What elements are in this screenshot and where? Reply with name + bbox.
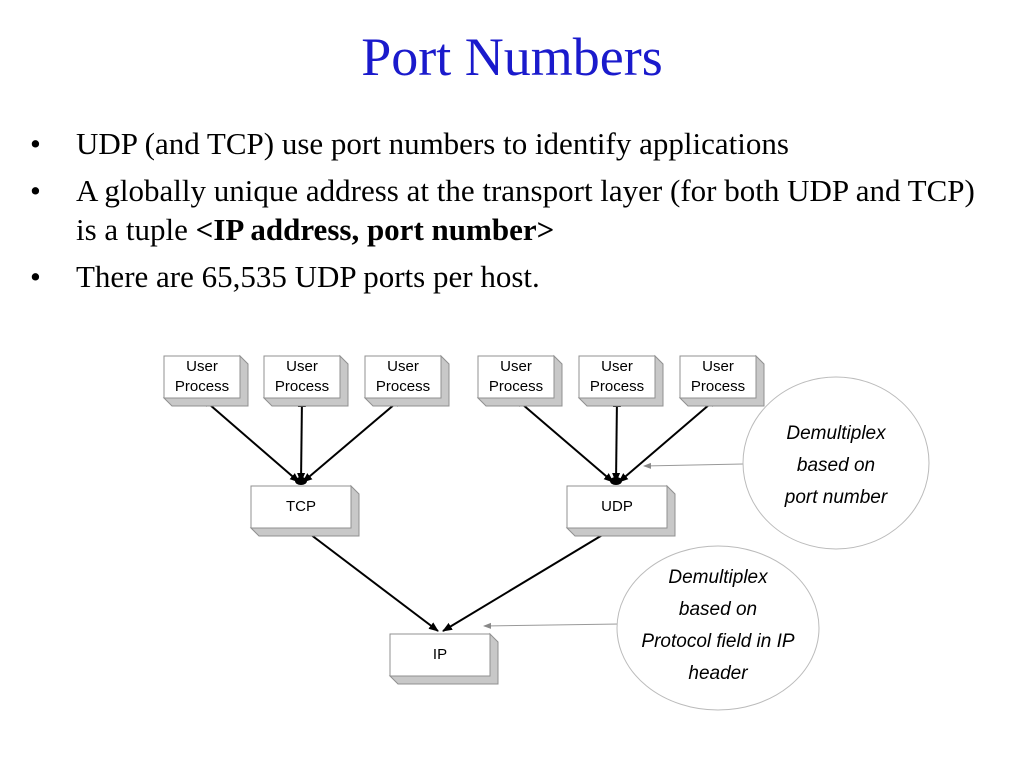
arrow-up6-udp [618,397,718,483]
user-process-box-5: User Process [577,354,664,407]
user-process-box-3: User Process [363,354,450,407]
note-line: based on [679,599,757,620]
note-line: based on [797,455,875,476]
box-label-line2: Process [275,378,329,395]
bullet-dot: • [30,126,41,161]
bullet-item: • UDP (and TCP) use port numbers to iden… [30,124,990,163]
box-label-line1: User [387,358,419,375]
connection-lines [201,397,718,632]
udp-box: UDP [565,484,676,537]
bullet-item: • A globally unique address at the trans… [30,171,990,249]
arrow-up2-tcp [297,397,306,483]
tcp-label: TCP [286,498,316,515]
box-label-line1: User [286,358,318,375]
arrow-up4-udp [514,397,614,483]
note-line: Protocol field in IP [641,631,794,652]
arrow-udp-ip [442,527,615,632]
junction-dots [295,477,622,485]
bullet-dot: • [30,259,41,294]
bullet-text: A globally unique address at the transpo… [76,173,975,247]
note-line: Demultiplex [668,567,769,588]
note-line: Demultiplex [786,423,887,444]
slide-title: Port Numbers [361,27,663,87]
user-process-box-4: User Process [476,354,563,407]
box-label-line1: User [500,358,532,375]
ip-box: IP [388,632,499,685]
arrow-up5-udp [612,397,621,483]
box-label-line2: Process [376,378,430,395]
bullet-text: UDP (and TCP) use port numbers to identi… [76,126,789,161]
user-process-box-6: User Process [678,354,765,407]
box-label-line1: User [702,358,734,375]
note-protocol-demux: Demultiplex based on Protocol field in I… [483,545,820,711]
user-process-box-1: User Process [162,354,249,407]
box-label-line2: Process [691,378,745,395]
bullet-list: • UDP (and TCP) use port numbers to iden… [30,124,990,304]
tcp-box: TCP [249,484,360,537]
bullet-text: There are 65,535 UDP ports per host. [76,259,540,294]
arrow-up3-tcp [302,397,403,483]
user-process-box-2: User Process [262,354,349,407]
box-label-line2: Process [175,378,229,395]
ip-label: IP [433,646,447,663]
bullet-dot: • [30,173,41,208]
arrow-tcp-ip [301,527,439,632]
note-line: header [688,663,748,684]
box-label-line1: User [186,358,218,375]
note-line: port number [784,487,888,508]
bullet-bold-text: <IP address, port number> [195,212,555,247]
bullet-item: • There are 65,535 UDP ports per host. [30,257,990,296]
note-port-demux: Demultiplex based on port number [643,376,930,550]
box-label-line1: User [601,358,633,375]
box-label-line2: Process [590,378,644,395]
arrow-up1-tcp [201,397,300,483]
udp-label: UDP [601,498,633,515]
box-label-line2: Process [489,378,543,395]
